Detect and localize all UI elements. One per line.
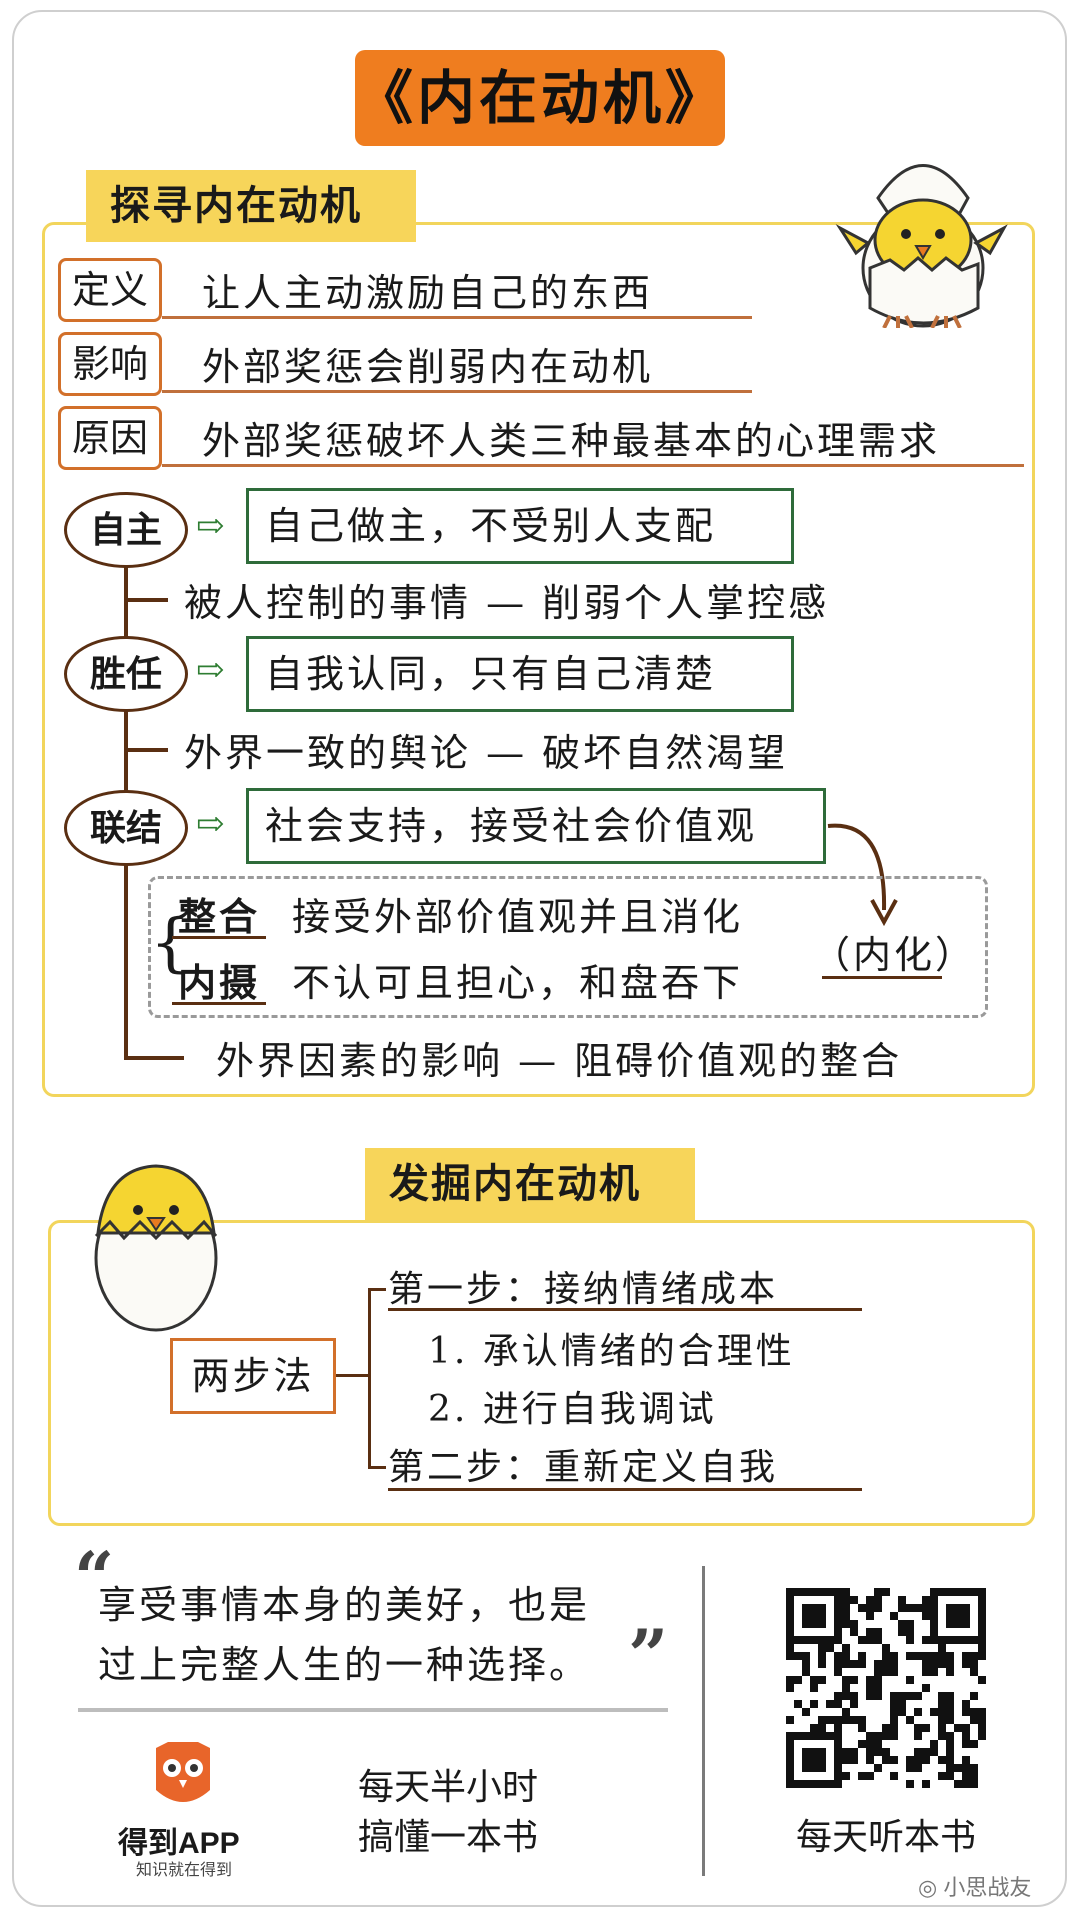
tag-impact: 影响 <box>58 332 162 396</box>
arrow-icon: ⇨ <box>196 804 225 844</box>
page-frame <box>12 10 1067 1907</box>
impact-underline <box>162 390 752 393</box>
branch-line <box>124 598 168 602</box>
section-explore-heading: 探寻内在动机 <box>86 170 416 242</box>
result-underline <box>822 976 942 979</box>
quote-line1: 享受事情本身的美好，也是 <box>98 1583 591 1627</box>
section-discover-box <box>48 1220 1035 1526</box>
brand-name: 得到APP <box>118 1827 240 1860</box>
term-introjection: 内摄 <box>178 960 261 1005</box>
internalize-box <box>148 876 988 1018</box>
section-explore-box <box>42 222 1035 1097</box>
reason-text: 外部奖惩破坏人类三种最基本的心理需求 <box>202 419 941 463</box>
term-underline <box>172 1002 266 1005</box>
need-competence-box: 自我认同，只有自己清楚 <box>246 636 794 712</box>
need-relatedness-box: 社会支持，接受社会价值观 <box>246 788 826 864</box>
step-one-underline <box>388 1308 862 1311</box>
step-one-sub1: 1. 承认情绪的合理性 <box>428 1331 795 1372</box>
need-relatedness-sub: 外界因素的影响 — 阻碍价值观的整合 <box>216 1039 903 1083</box>
bracket-vertical <box>368 1288 371 1468</box>
term-underline <box>172 936 266 939</box>
need-autonomy-sub: 被人控制的事情 — 削弱个人掌控感 <box>184 581 830 625</box>
tag-reason: 原因 <box>58 406 162 470</box>
definition-underline <box>162 316 752 319</box>
qr-caption: 每天听本书 <box>796 1816 977 1857</box>
slogan-line1: 每天半小时 <box>358 1766 539 1807</box>
page-title: 《内在动机》 <box>355 50 725 146</box>
open-quote-icon: “ <box>74 1536 115 1619</box>
reason-underline <box>162 464 1024 467</box>
owl-logo-icon <box>156 1742 210 1802</box>
method-label: 两步法 <box>170 1338 336 1414</box>
quote-line2: 过上完整人生的一种选择。 <box>98 1643 591 1687</box>
brace-icon: { <box>150 906 191 980</box>
curved-arrow-icon <box>827 823 898 927</box>
chick-egg-small-illustration <box>94 1164 218 1332</box>
qr-code-icon[interactable] <box>786 1588 986 1788</box>
bracket-top <box>368 1288 386 1291</box>
arrow-icon: ⇨ <box>196 650 225 690</box>
need-autonomy-label: 自主 <box>64 492 188 568</box>
step-two-underline <box>388 1488 862 1491</box>
brand-tagline: 知识就在得到 <box>136 1862 233 1879</box>
quote-divider <box>78 1708 668 1712</box>
branch-line <box>124 748 168 752</box>
bracket-stem <box>336 1374 370 1377</box>
bracket-bottom <box>368 1466 386 1469</box>
need-competence-label: 胜任 <box>64 636 188 712</box>
term-integration: 整合 <box>178 894 261 939</box>
internalize-result: （内化） <box>812 933 977 977</box>
need-autonomy-box: 自己做主，不受别人支配 <box>246 488 794 564</box>
close-quote-icon: ” <box>628 1614 669 1697</box>
need-competence-sub: 外界一致的舆论 — 破坏自然渴望 <box>184 731 789 775</box>
impact-text: 外部奖惩会削弱内在动机 <box>202 345 654 389</box>
step-one-sub2: 2. 进行自我调试 <box>428 1389 717 1430</box>
watermark: ◎ 小思战友 <box>918 1875 1032 1900</box>
chick-egg-illustration <box>835 164 1008 328</box>
slogan-line2: 搞懂一本书 <box>358 1816 539 1857</box>
step-two: 第二步：重新定义自我 <box>388 1447 779 1488</box>
arrow-icon: ⇨ <box>196 506 225 546</box>
wechat-icon: ◎ <box>918 1875 944 1900</box>
need-relatedness-label: 联结 <box>64 790 188 866</box>
step-one: 第一步：接纳情绪成本 <box>388 1269 779 1310</box>
desc-introjection: 不认可且担心，和盘吞下 <box>292 961 744 1005</box>
tag-definition: 定义 <box>58 258 162 322</box>
definition-text: 让人主动激励自己的东西 <box>202 271 654 315</box>
branch-line <box>124 1056 184 1060</box>
desc-integration: 接受外部价值观并且消化 <box>292 895 744 939</box>
section-discover-heading: 发掘内在动机 <box>365 1148 695 1220</box>
vertical-divider <box>702 1566 705 1876</box>
